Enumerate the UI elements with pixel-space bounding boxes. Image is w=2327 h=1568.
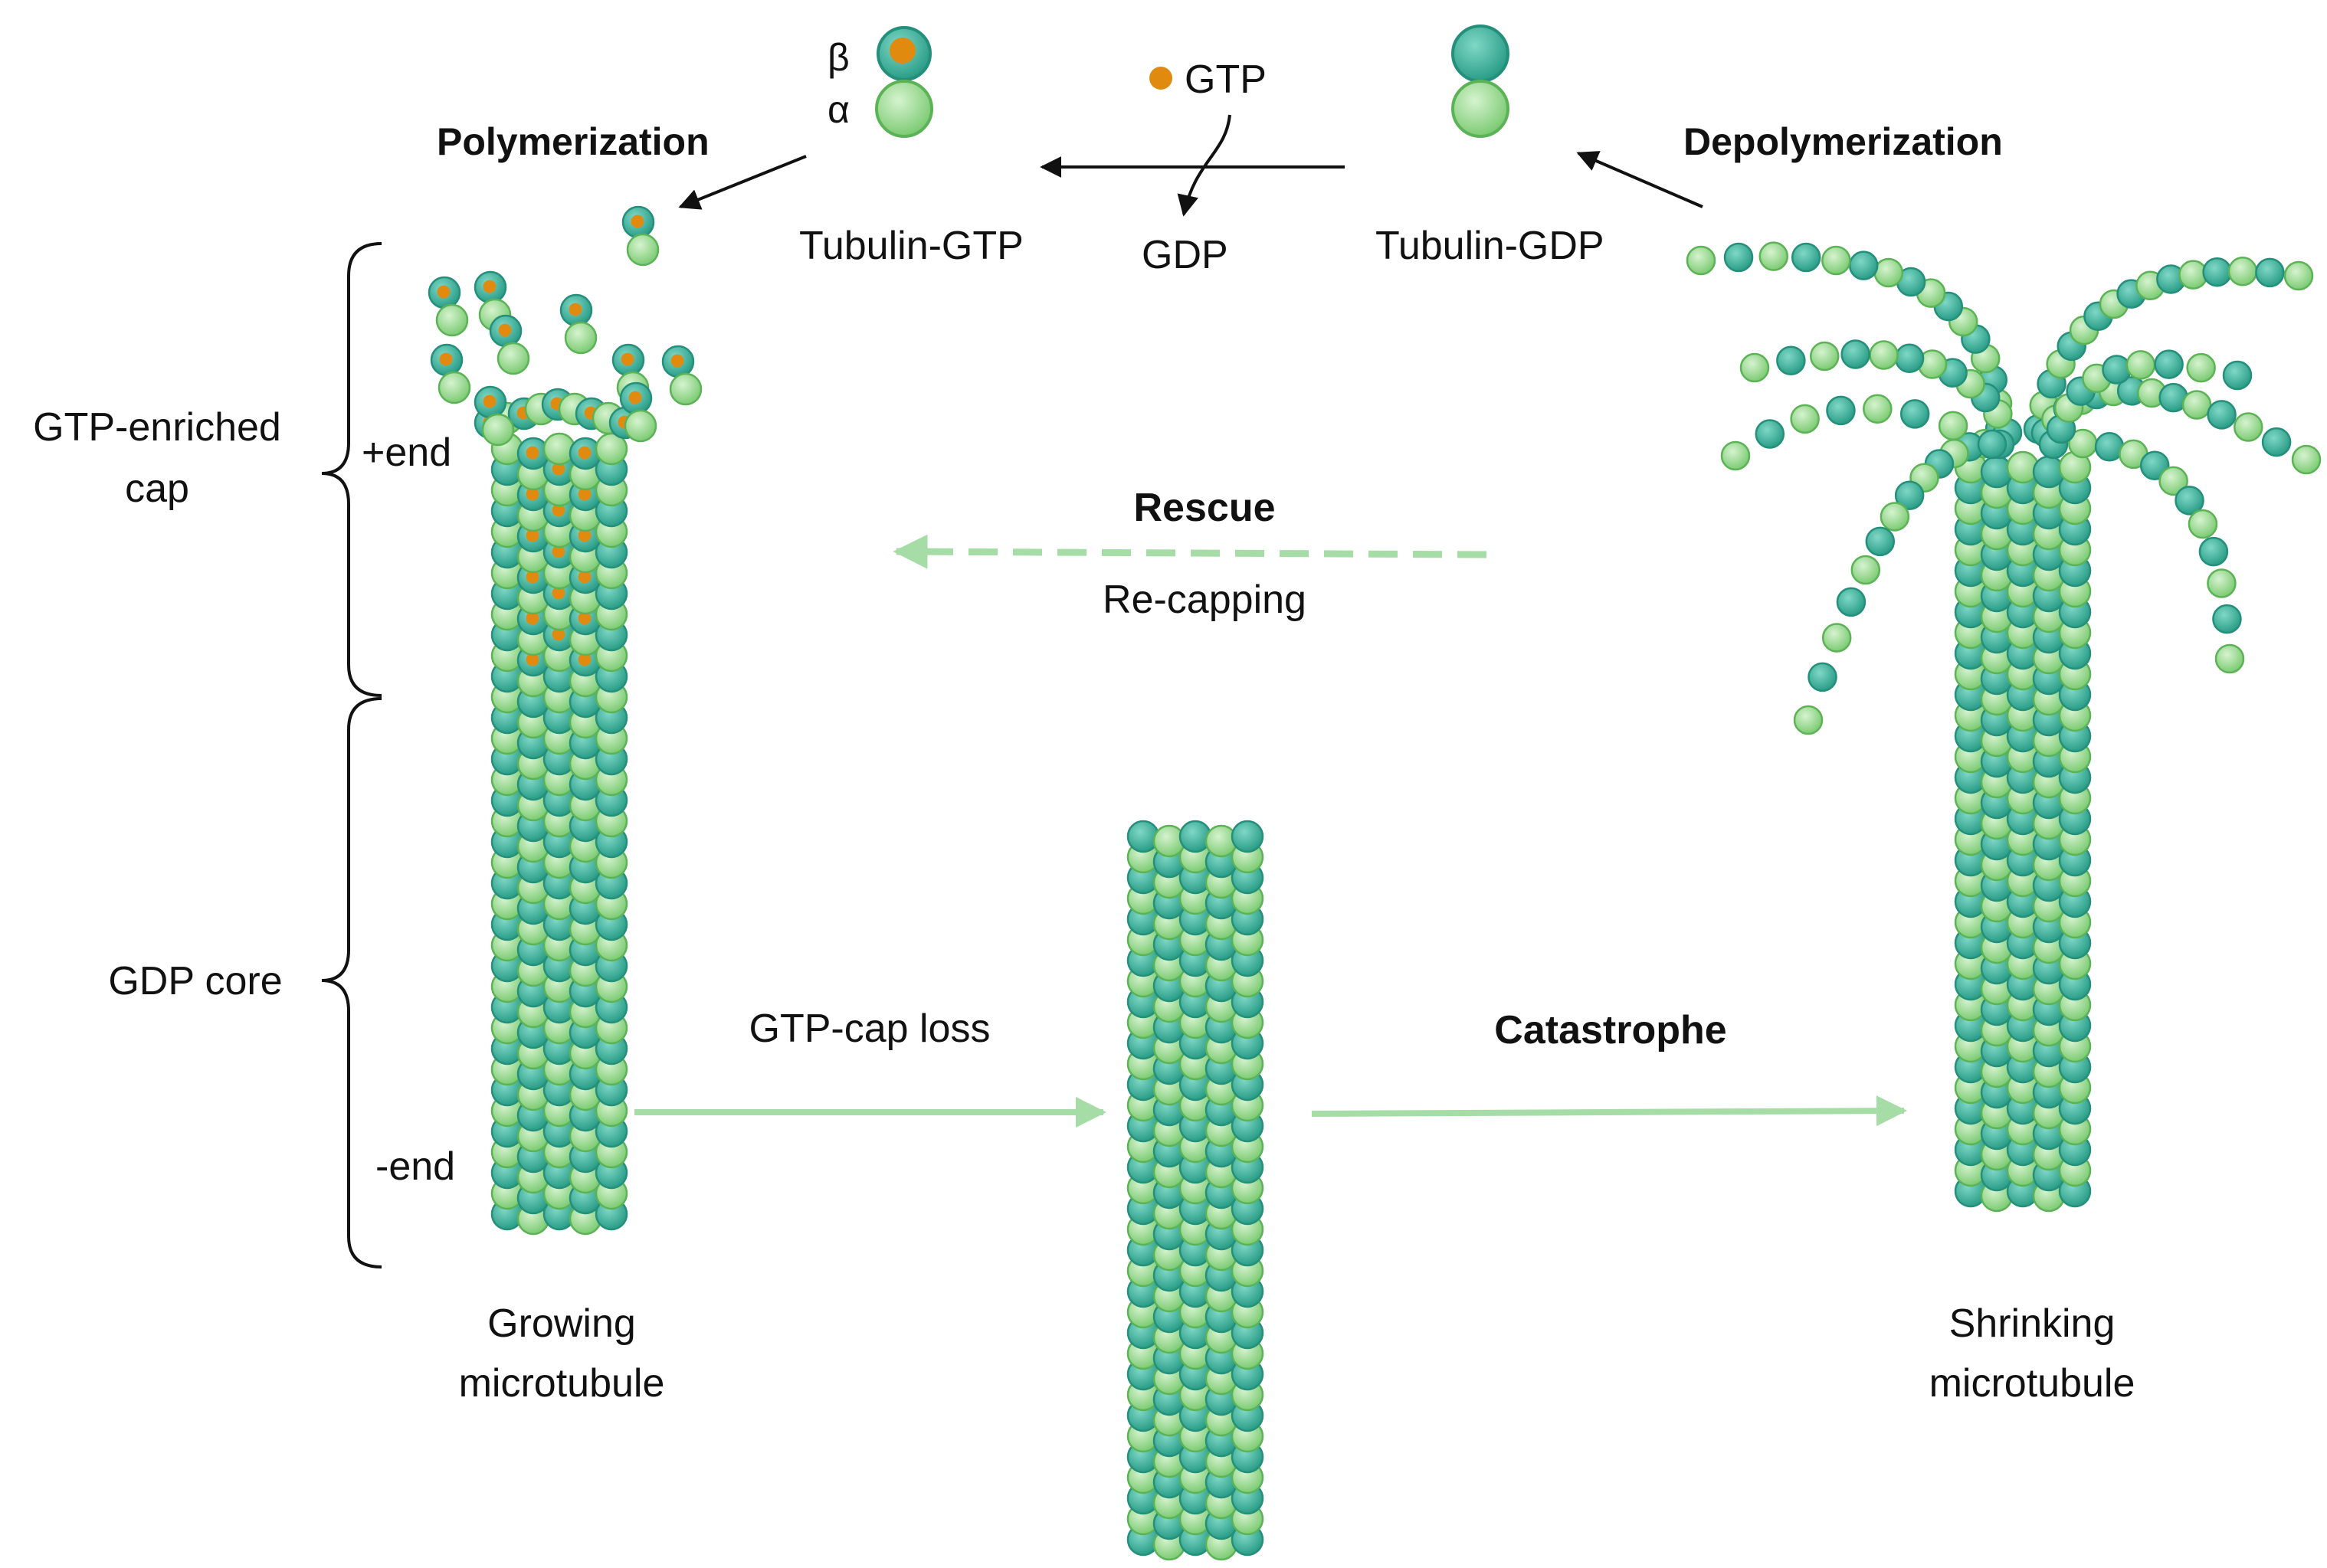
tubulin-gdp-label: Tubulin-GDP	[1375, 224, 1604, 268]
shrinking-label: Shrinking	[1949, 1301, 2116, 1346]
gdp-core-label: GDP core	[108, 959, 282, 1003]
catastrophe-label: Catastrophe	[1494, 1008, 1726, 1052]
catastrophe-arrow	[1311, 1095, 1907, 1127]
tubulin-gtp-dimer	[875, 26, 933, 138]
growing-label-2: microtubule	[459, 1361, 665, 1406]
gtp-label: GTP	[1185, 57, 1267, 102]
tubulin-gdp-dimer	[1451, 25, 1509, 138]
stable-microtubule	[1126, 820, 1264, 1561]
free-tubulin-dimers	[428, 205, 703, 447]
growing-microtubule	[474, 388, 642, 1236]
gtp-dot-icon	[1149, 67, 1172, 90]
gdp-label: GDP	[1142, 233, 1228, 277]
polymerization-arrow	[678, 155, 807, 210]
polymerization-label: Polymerization	[437, 120, 710, 163]
gtp-to-gdp-arrow	[1177, 114, 1231, 217]
minus-end-label: -end	[375, 1144, 455, 1189]
rescue-label: Rescue	[1134, 486, 1276, 530]
alpha-label: α	[828, 88, 850, 131]
shrinking-microtubule	[1954, 450, 2092, 1213]
depolymerization-label: Depolymerization	[1683, 120, 2003, 163]
gtp-enriched-cap-label-2: cap	[125, 466, 189, 511]
core-bracket	[321, 697, 382, 1268]
growing-label: Growing	[487, 1301, 636, 1346]
shrinking-label-2: microtubule	[1929, 1361, 2135, 1406]
plus-end-label: +end	[362, 430, 451, 475]
gtp-enriched-cap-label: GTP-enriched	[33, 405, 281, 450]
tubulin-gtp-label: Tubulin-GTP	[799, 224, 1024, 268]
peeling-protofilaments	[1686, 241, 2322, 735]
cap-bracket	[321, 242, 382, 697]
recapping-label: Re-capping	[1103, 578, 1306, 622]
gtp-cap-loss-label: GTP-cap loss	[749, 1007, 991, 1051]
depolymerization-arrow	[1576, 151, 1703, 208]
beta-label: β	[828, 36, 850, 79]
rescue-arrow	[893, 534, 1487, 569]
